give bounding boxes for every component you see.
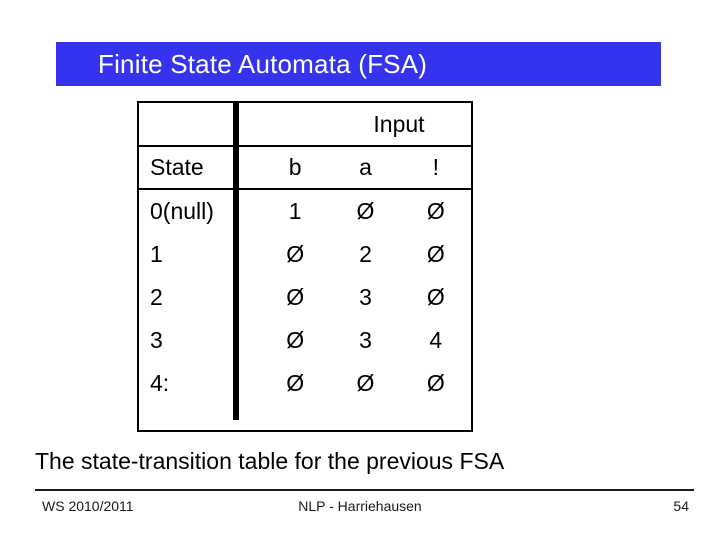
row-values: Ø Ø Ø: [239, 362, 471, 405]
column-header-b: b: [288, 154, 302, 180]
state-label: 0(null): [150, 198, 214, 224]
state-transition-table: Input State b a ! 0(null) 1 Ø Ø 1 Ø 2: [137, 101, 473, 432]
footer-divider: [35, 489, 694, 491]
cell-value: 3: [359, 327, 372, 353]
column-header-a: a: [359, 154, 372, 180]
cell-value: 4: [429, 327, 443, 353]
state-label: 2: [150, 284, 163, 310]
column-header-bang: !: [432, 154, 440, 180]
table-row: 2 Ø 3 Ø: [139, 276, 471, 319]
state-label: 1: [150, 241, 163, 267]
cell-value: Ø: [356, 198, 375, 224]
slide-title: Finite State Automata (FSA): [98, 48, 428, 79]
cell-value: 2: [359, 241, 372, 267]
cell-value: Ø: [286, 370, 305, 396]
footer-course: NLP - Harriehausen: [298, 498, 422, 514]
cell-value: Ø: [426, 241, 445, 267]
cell-value: Ø: [286, 327, 305, 353]
table-group-header-row: Input: [139, 103, 471, 145]
cell-value: Ø: [426, 284, 445, 310]
title-bar: Finite State Automata (FSA): [56, 42, 661, 86]
table-row: 4: Ø Ø Ø: [139, 362, 471, 405]
cell-value: 3: [359, 284, 372, 310]
row-values: Ø 3 Ø: [239, 276, 471, 319]
state-column-header: State: [150, 154, 204, 180]
row-values: Ø 3 4: [239, 319, 471, 362]
table-row: 3 Ø 3 4: [139, 319, 471, 362]
cell-value: Ø: [356, 370, 375, 396]
table-column-header-row: State b a !: [139, 147, 471, 188]
row-separator: [139, 188, 471, 190]
row-values: 1 Ø Ø: [239, 190, 471, 233]
state-input-divider: [233, 103, 239, 420]
input-column-headers: b a !: [239, 147, 471, 188]
state-label: 4:: [150, 370, 170, 396]
row-separator: [139, 145, 471, 147]
cell-value: Ø: [426, 370, 445, 396]
table-row: 0(null) 1 Ø Ø: [139, 190, 471, 233]
state-label: 3: [150, 327, 163, 353]
row-values: Ø 2 Ø: [239, 233, 471, 276]
table-row: 1 Ø 2 Ø: [139, 233, 471, 276]
footer-page-number: 54: [673, 498, 689, 514]
cell-value: 1: [288, 198, 302, 224]
input-group-header: Input: [373, 110, 425, 137]
slide-caption: The state-transition table for the previ…: [35, 448, 505, 474]
cell-value: Ø: [286, 241, 305, 267]
footer-semester: WS 2010/2011: [42, 498, 134, 514]
cell-value: Ø: [286, 284, 305, 310]
cell-value: Ø: [426, 198, 445, 224]
